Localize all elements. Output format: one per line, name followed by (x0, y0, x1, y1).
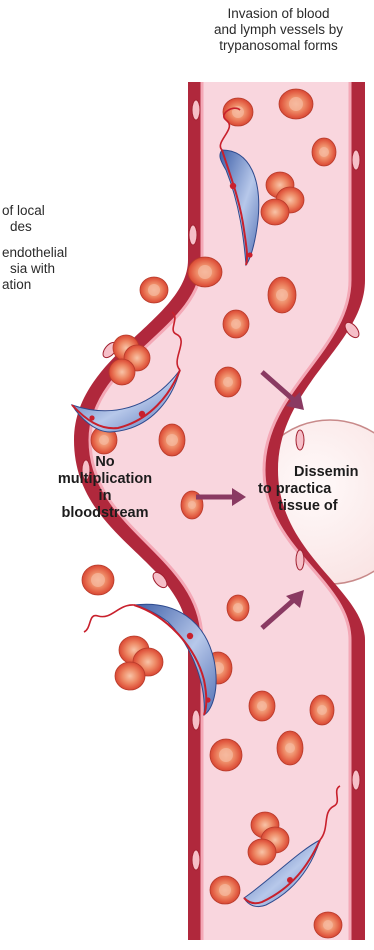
left-cropped-note: of local des endothelial sia with ation (0, 203, 120, 293)
no-multiplication-label: No multiplication in bloodstream (50, 454, 160, 522)
top-caption: Invasion of blood and lymph vessels by t… (176, 6, 374, 54)
dissemination-label: Dissemin to practica tissue of (258, 464, 374, 515)
